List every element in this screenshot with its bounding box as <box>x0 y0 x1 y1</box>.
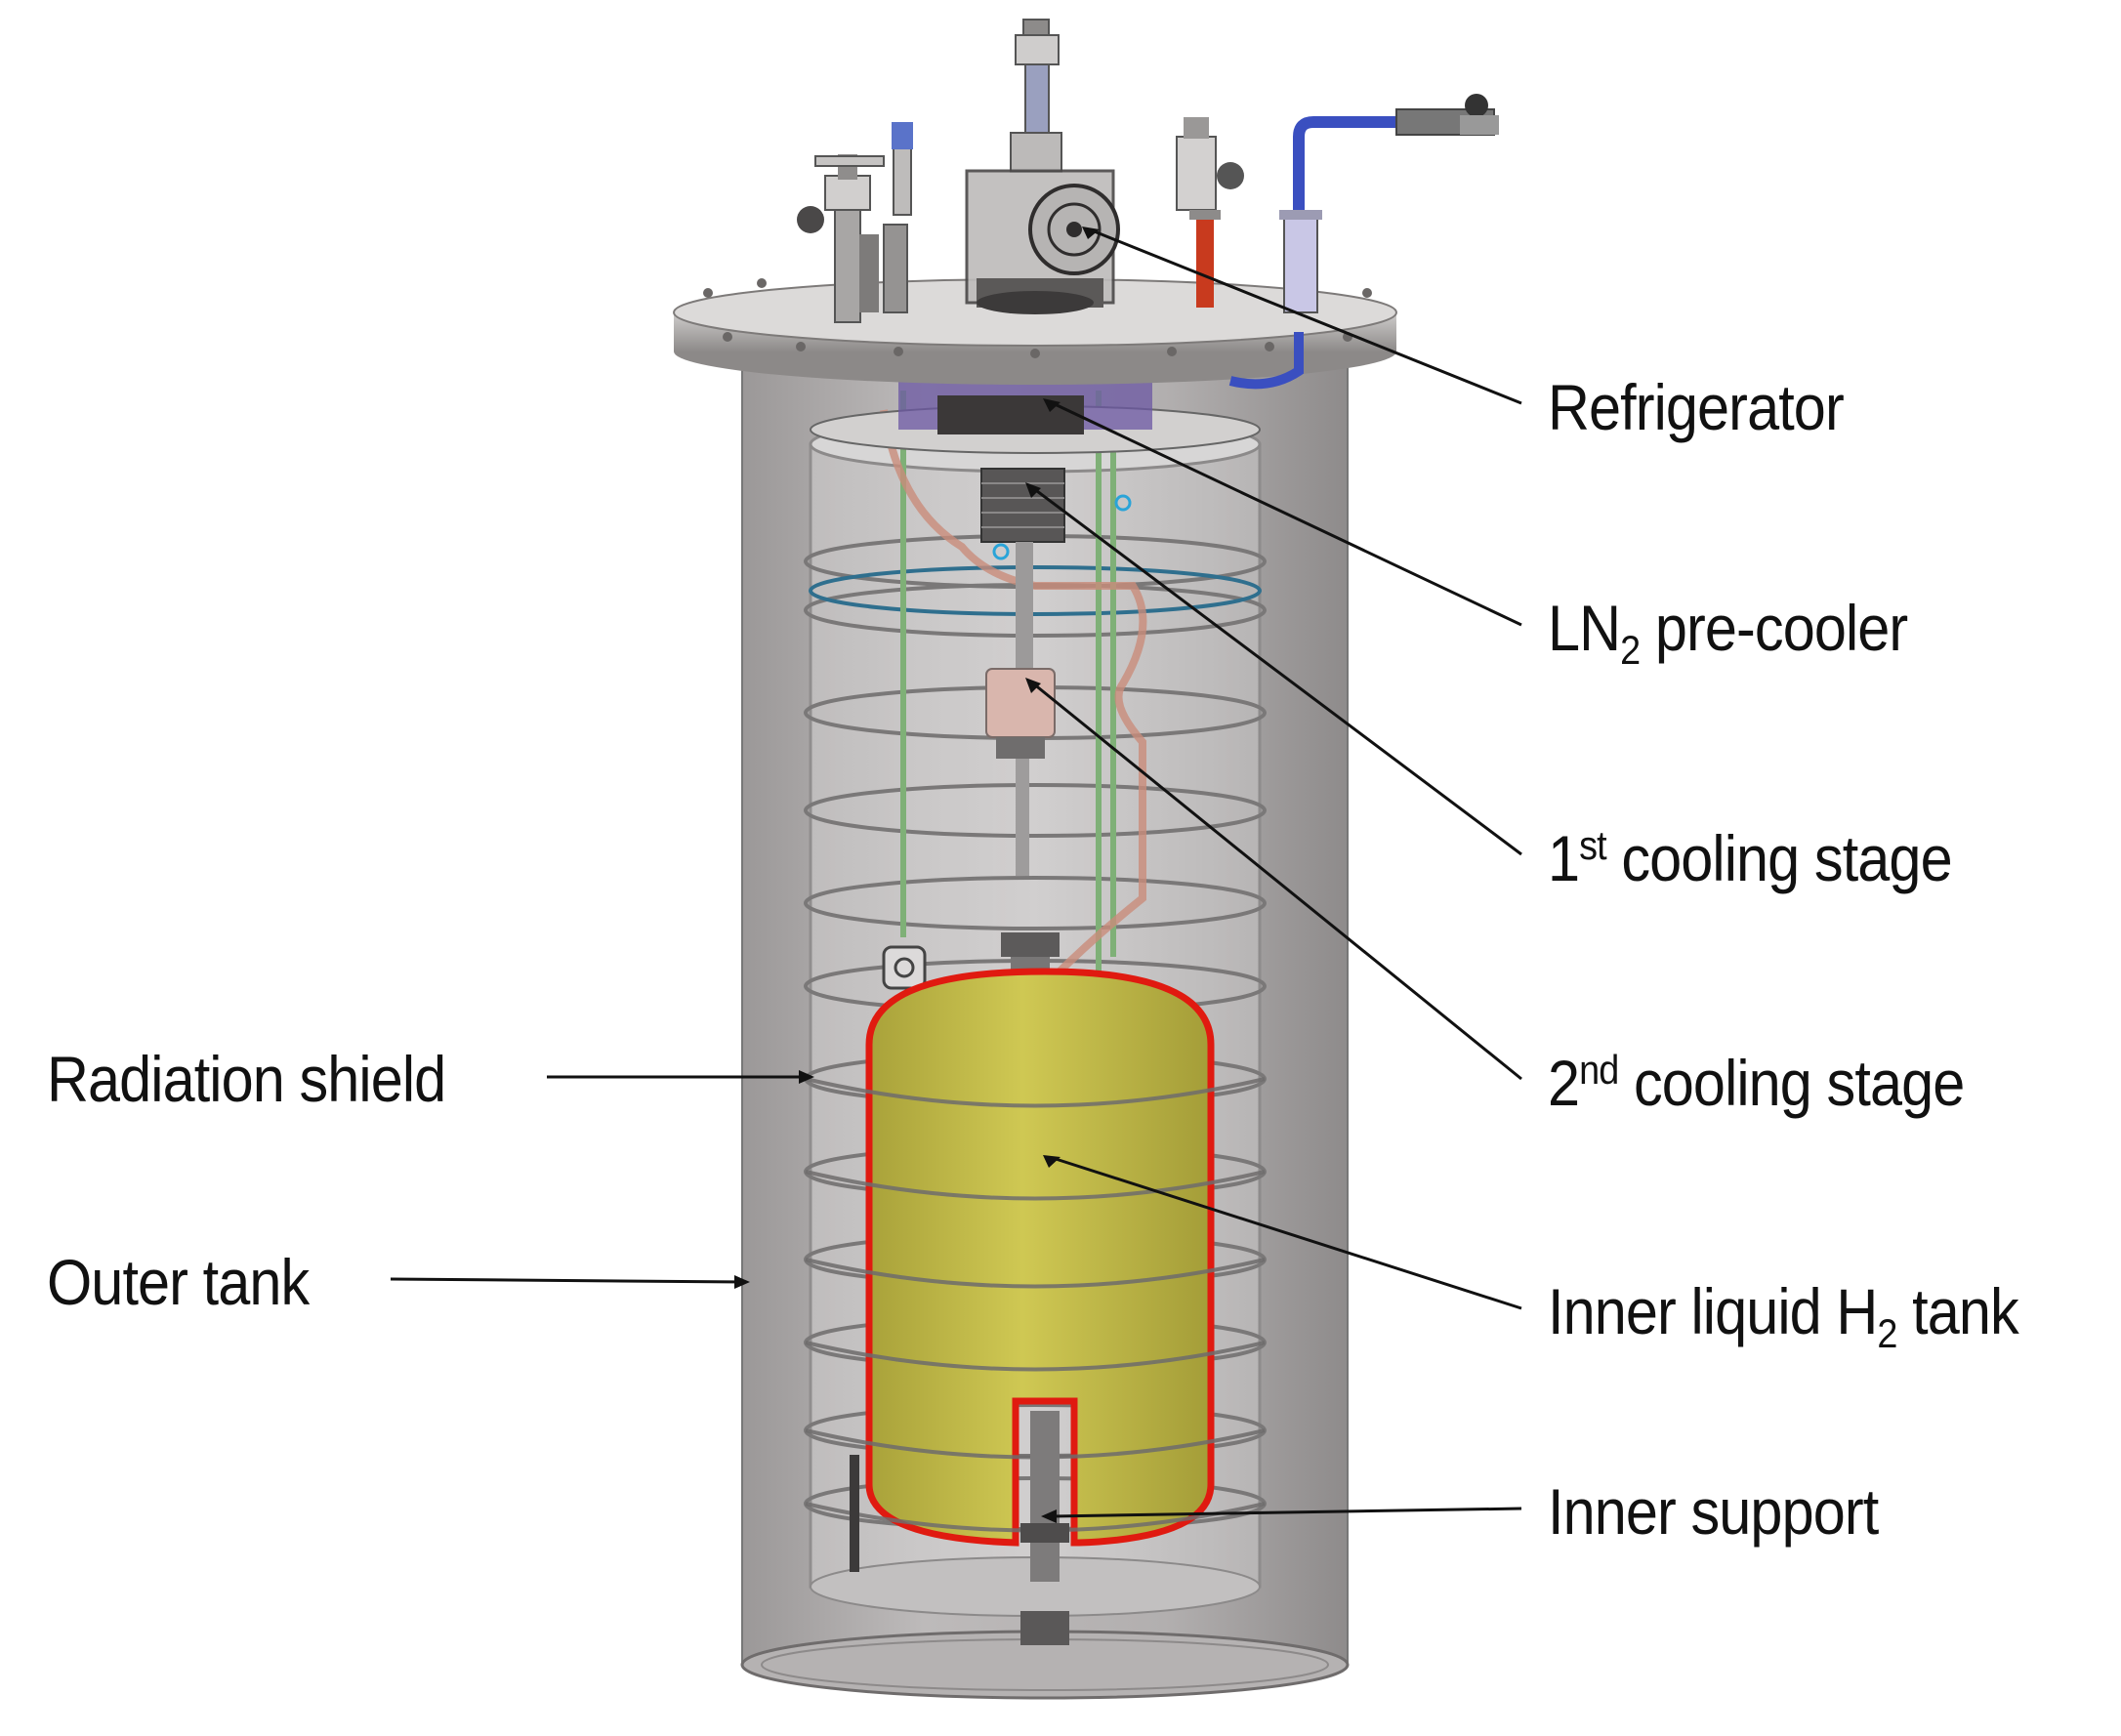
label-outer-tank: Outer tank <box>47 1250 310 1314</box>
label-second-cooling-stage: 2nd cooling stage <box>1548 1047 1965 1116</box>
arrowhead-icon <box>1025 678 1041 693</box>
label-stage1-sup: st <box>1579 822 1606 868</box>
copper-pipe <box>880 409 1147 979</box>
blue-pipe <box>1228 94 1499 390</box>
arrowhead-icon <box>734 1275 750 1289</box>
leader-inner-tank <box>1052 1156 1522 1310</box>
arrowhead-icon <box>1082 227 1100 239</box>
inner-support <box>1020 1411 1069 1645</box>
arrowhead-icon <box>1043 1155 1060 1168</box>
label-ln2-rest: pre-cooler <box>1640 592 1908 664</box>
first-cooling-stage <box>980 468 1065 669</box>
tank-top-fittings <box>882 932 1060 990</box>
leader-support <box>1052 1507 1522 1518</box>
leader-stage1 <box>1032 486 1522 856</box>
label-refrigerator-text: Refrigerator <box>1548 371 1845 443</box>
leader-outer <box>390 1277 745 1284</box>
label-refrigerator: Refrigerator <box>1548 375 1845 439</box>
refrigerator <box>965 19 1120 314</box>
label-inner-tank-rest: tank <box>1896 1275 2019 1347</box>
label-radiation-shield-text: Radiation shield <box>47 1043 446 1115</box>
label-ln2-main: LN <box>1548 592 1621 664</box>
ln2-coil <box>809 565 1262 616</box>
label-stage2-rest: cooling stage <box>1618 1047 1965 1119</box>
label-stage1-rest: cooling stage <box>1605 822 1952 894</box>
left-valves <box>797 122 913 323</box>
leader-ln2 <box>1052 401 1522 627</box>
leader-stage2 <box>1032 682 1522 1081</box>
label-stage2-num: 2 <box>1548 1047 1580 1119</box>
label-inner-tank-sub: 2 <box>1877 1310 1897 1356</box>
leader-lines <box>390 228 1522 1518</box>
label-inner-liquid-h2-tank: Inner liquid H2 tank <box>1548 1279 2019 1356</box>
arrowhead-icon <box>1025 482 1041 498</box>
inner-liquid-h2-tank <box>865 968 1215 1547</box>
label-inner-support-text: Inner support <box>1548 1475 1879 1548</box>
label-first-cooling-stage: 1st cooling stage <box>1548 822 1953 891</box>
arrowhead-icon <box>1043 398 1060 412</box>
label-outer-tank-text: Outer tank <box>47 1246 310 1318</box>
shield-support-rod <box>850 1455 859 1572</box>
label-inner-support: Inner support <box>1548 1479 1879 1544</box>
coil-rings-front <box>805 1077 1266 1533</box>
label-stage1-num: 1 <box>1548 822 1580 894</box>
label-inner-tank-main: Inner liquid H <box>1548 1275 1878 1347</box>
sensor-ring-icon <box>992 543 1010 560</box>
arrowhead-icon <box>799 1070 814 1084</box>
leader-refrigerator <box>1091 228 1522 405</box>
arrowhead-icon <box>1041 1509 1057 1523</box>
label-ln2-subscript: 2 <box>1620 627 1641 673</box>
sensor-ring-icon <box>1114 494 1132 512</box>
label-radiation-shield: Radiation shield <box>47 1047 446 1111</box>
label-stage2-sup: nd <box>1579 1047 1619 1093</box>
label-ln2-pre-cooler: LN2 pre-cooler <box>1548 596 1908 673</box>
cold-plate <box>810 381 1261 454</box>
right-valve <box>1176 117 1244 308</box>
arrowheads <box>734 227 1100 1523</box>
